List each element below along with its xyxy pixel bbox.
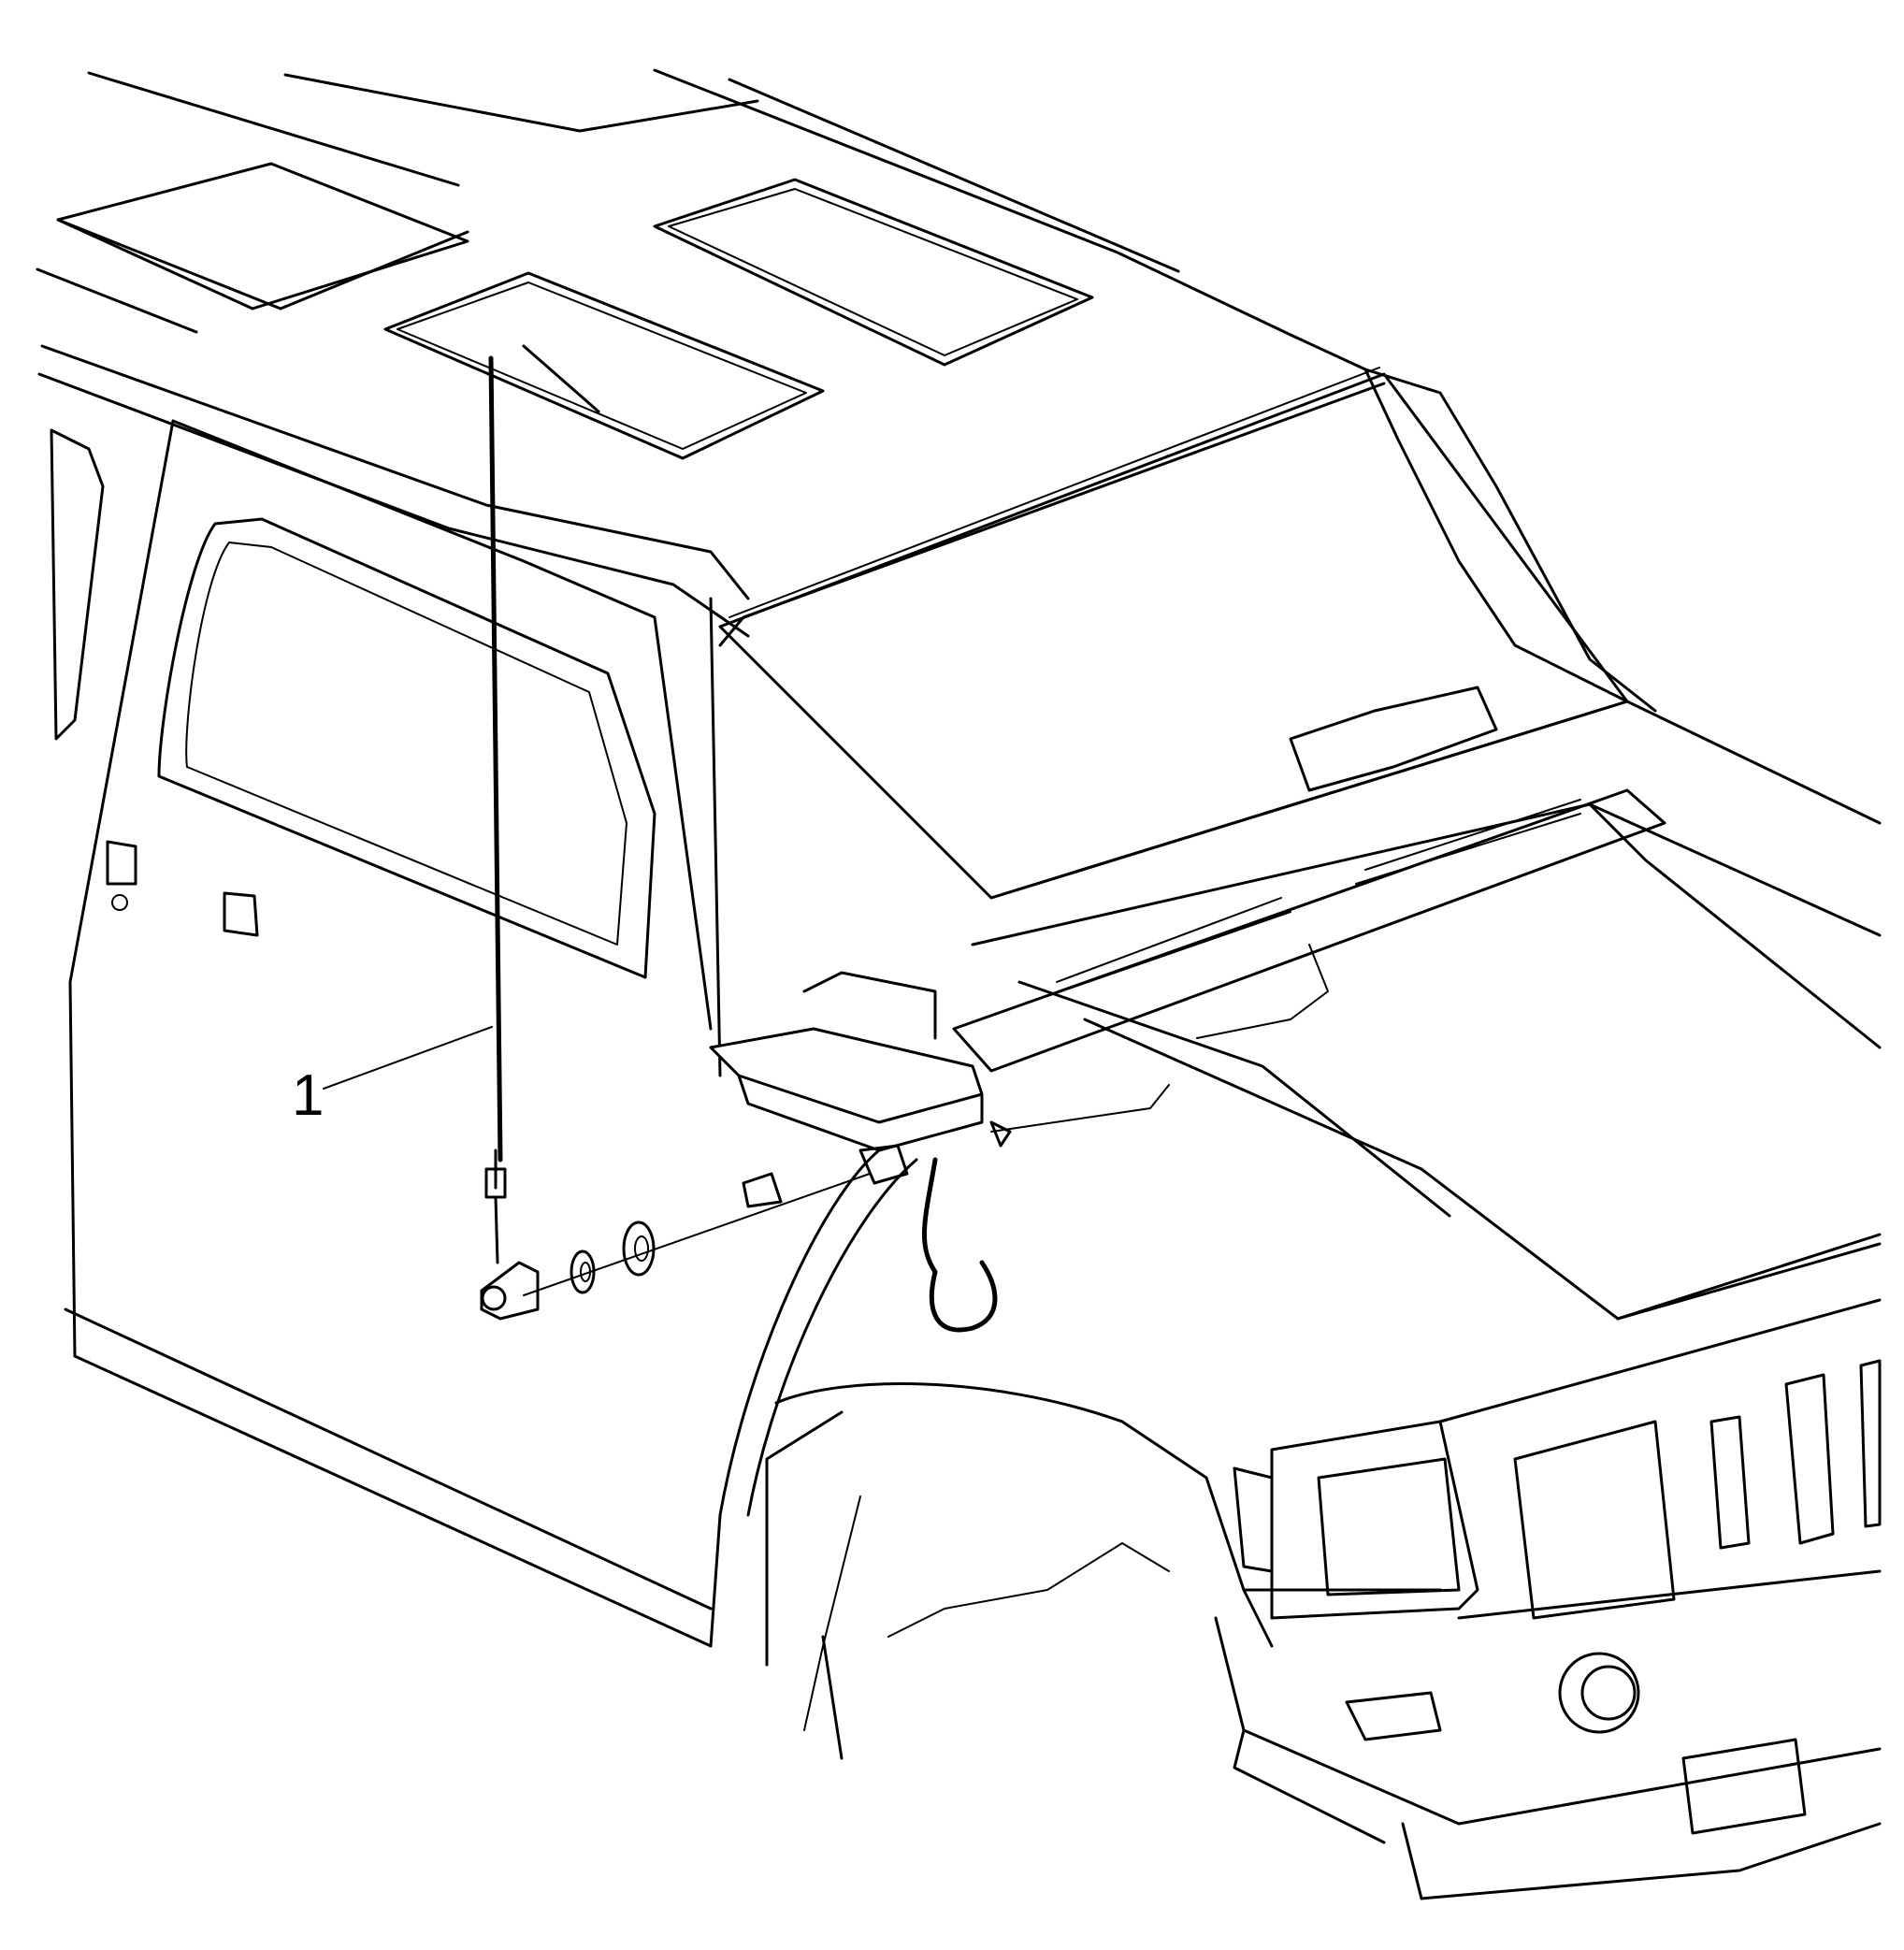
antenna-base-assembly bbox=[480, 1144, 909, 1321]
roof-panel-front bbox=[653, 178, 1094, 367]
hood bbox=[971, 700, 1882, 1321]
wiring-harness bbox=[921, 944, 1329, 1333]
front-door bbox=[64, 419, 713, 1648]
roof bbox=[36, 68, 1657, 713]
rear-window bbox=[50, 428, 105, 741]
front-grille bbox=[1233, 1298, 1882, 1620]
front-fender bbox=[709, 1148, 1442, 1760]
roof-panel-center bbox=[383, 271, 825, 460]
callout-1: 1 bbox=[292, 1026, 493, 1128]
callout-1-leader bbox=[323, 1026, 493, 1090]
antenna-mast bbox=[484, 355, 507, 1264]
roof-panel-rear bbox=[56, 162, 469, 311]
callout-1-label: 1 bbox=[292, 1063, 324, 1128]
front-bumper bbox=[1214, 1616, 1882, 1900]
side-mirror bbox=[709, 971, 984, 1152]
cowl-panel bbox=[952, 686, 1666, 1073]
